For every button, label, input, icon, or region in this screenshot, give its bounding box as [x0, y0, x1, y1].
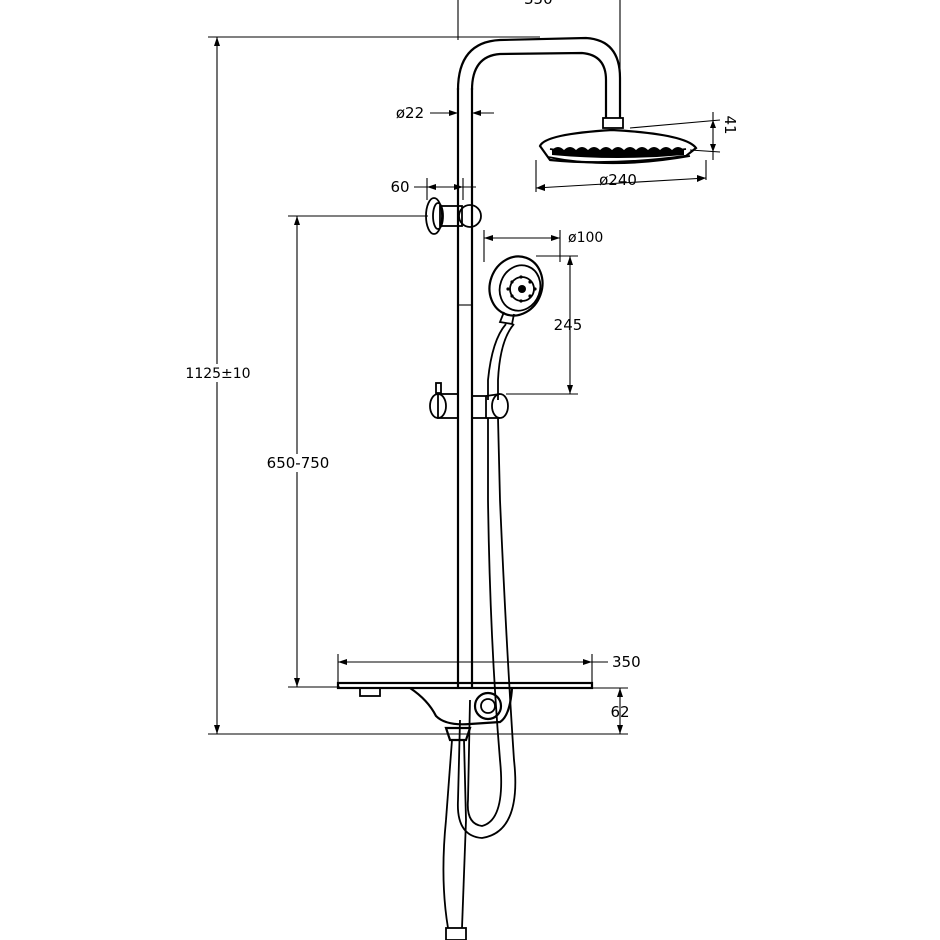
pipe-diameter-dimension: ø22 [396, 104, 494, 122]
mixer-height-label: 62 [610, 703, 629, 721]
head-diameter-dimension: ø240 [535, 160, 707, 192]
bracket-offset-label: 60 [390, 178, 409, 196]
head-height-label: 41 [721, 115, 739, 134]
wall-bracket: 60 [390, 178, 482, 235]
hand-shower: ø100 [483, 230, 603, 400]
shelf-width-label: 350 [612, 653, 641, 671]
hand-shower-diameter-label: ø100 [568, 230, 603, 246]
pipe-diameter-label: ø22 [396, 104, 424, 122]
head-diameter-label: ø240 [599, 171, 637, 189]
hand-shower-length-label: 245 [554, 316, 583, 334]
hand-shower-length-dimension: 245 [506, 255, 583, 395]
flexible-hose [457, 417, 517, 839]
head-height-dimension: 41 [629, 112, 739, 160]
adjustable-height-dimension: 650-750 [262, 215, 428, 688]
adjustable-height-label: 650-750 [267, 454, 330, 472]
slide-holder [429, 382, 509, 419]
total-height-dimension: 1125±10 [185, 36, 628, 735]
mixer-height-dimension: 62 [592, 687, 630, 734]
mixer-shelf: 350 [336, 653, 641, 726]
overhead-shower-head [538, 117, 698, 165]
top-width-label: 350 [524, 0, 553, 8]
total-height-label: 1125±10 [185, 366, 250, 382]
top-width-dimension: 350 [457, 0, 621, 118]
inlet-pipe [442, 726, 472, 940]
riser-pipe [456, 36, 622, 688]
